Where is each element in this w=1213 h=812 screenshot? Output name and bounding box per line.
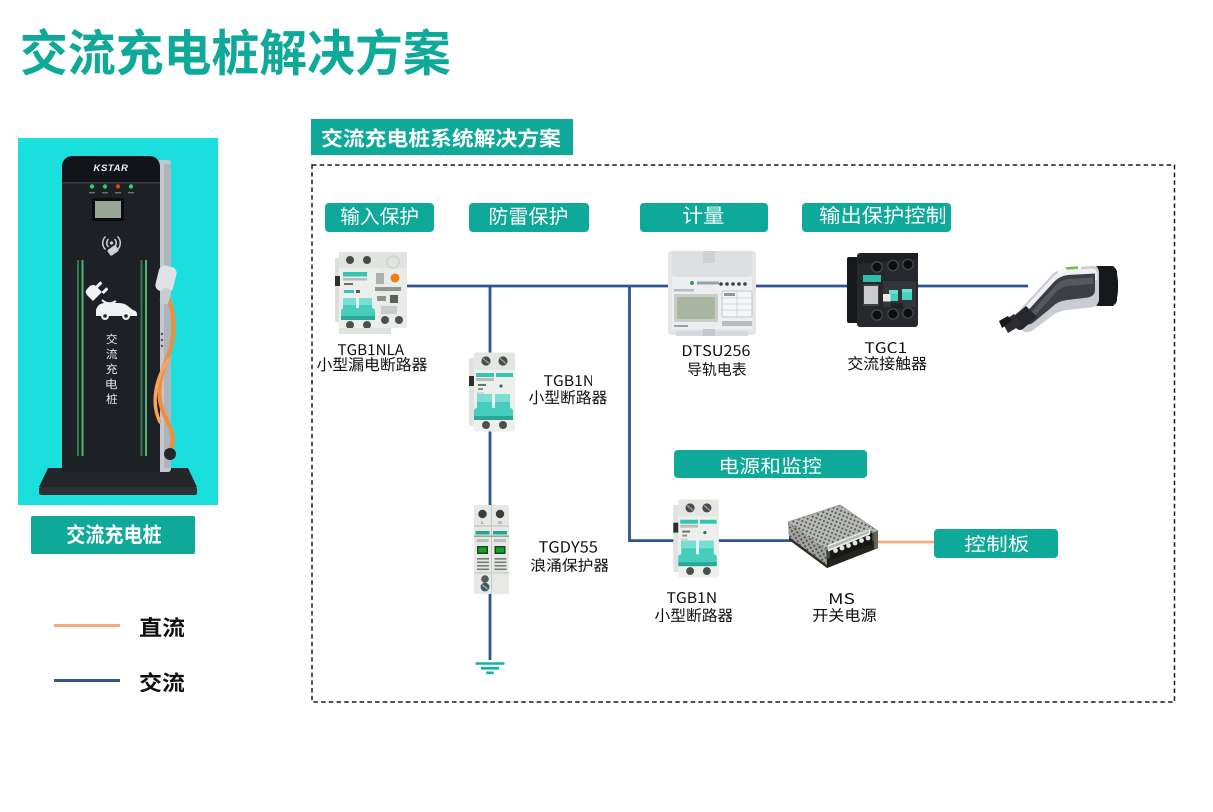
svg-text:N: N (498, 520, 501, 525)
svg-text:KSTAR: KSTAR (93, 163, 128, 174)
svg-text:L: L (481, 520, 484, 525)
